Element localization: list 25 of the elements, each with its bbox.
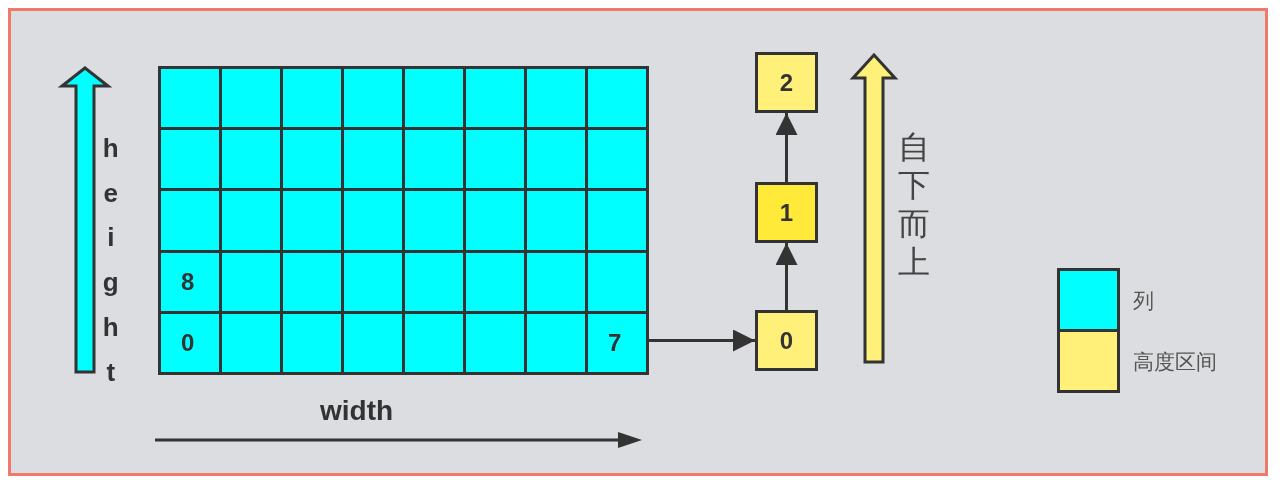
direction-label: 自下而上: [898, 128, 930, 282]
grid-cell: [463, 188, 527, 253]
legend-label: 列: [1133, 288, 1154, 315]
index-number: 7: [608, 330, 622, 355]
axis-label: width: [320, 396, 394, 427]
arrow: [775, 113, 798, 182]
axis-label: height: [101, 132, 120, 389]
index-number: 1: [779, 200, 794, 225]
interval-box: [755, 182, 818, 243]
grid-cell: [219, 188, 283, 253]
index-number: 8: [181, 269, 195, 294]
arrow: [775, 243, 798, 310]
grid-cell: [158, 188, 222, 253]
grid-cell: [402, 188, 466, 253]
grid-cell: [341, 188, 405, 253]
index-number: 0: [779, 328, 794, 353]
index-number: 2: [779, 70, 794, 95]
arrow: [649, 329, 755, 352]
grid-cell: [585, 188, 649, 253]
legend-label: 高度区间: [1133, 349, 1217, 376]
grid-cell: [524, 188, 588, 253]
interval-box: [755, 310, 818, 371]
interval-box: [755, 52, 818, 113]
grid-cell: [280, 188, 344, 253]
index-number: 0: [181, 330, 195, 355]
